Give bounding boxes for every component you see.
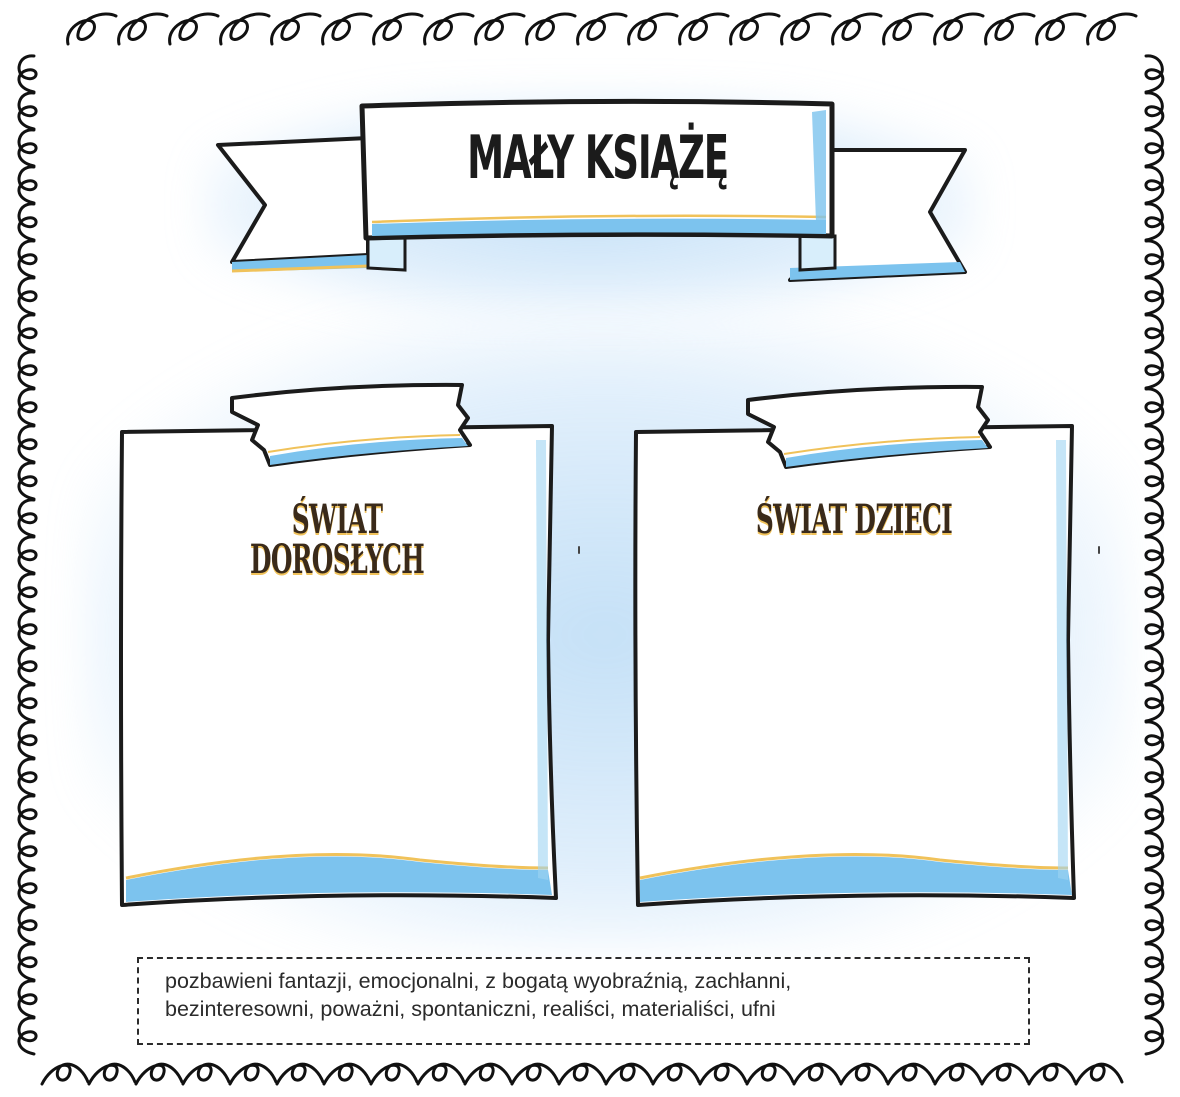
word-bank-line-1: pozbawieni fantazji, emocjonalni, z boga…: [165, 969, 792, 993]
card-adults-paper: [119, 382, 558, 907]
card-children-title: ŚWIAT DZIECI: [755, 496, 953, 543]
banner-main: [359, 98, 835, 241]
loop-border-path: [17, 12, 1165, 1086]
card-adults-title: ŚWIAT DOROSŁYCH: [249, 496, 425, 583]
banner-tail-left: [216, 136, 407, 273]
card-children-paper: [633, 384, 1076, 907]
text-cursor-mark: [1098, 546, 1100, 554]
card-children-answer-area[interactable]: [664, 560, 1044, 850]
word-bank-line-2: bezinteresowni, poważni, spontaniczni, r…: [165, 997, 776, 1022]
page-title: MAŁY KSIĄŻĘ: [467, 123, 729, 193]
text-cursor-mark: [578, 546, 580, 554]
card-adults-answer-area[interactable]: [150, 560, 530, 850]
word-bank: pozbawieni fantazji, emocjonalni, z boga…: [137, 957, 1030, 1045]
